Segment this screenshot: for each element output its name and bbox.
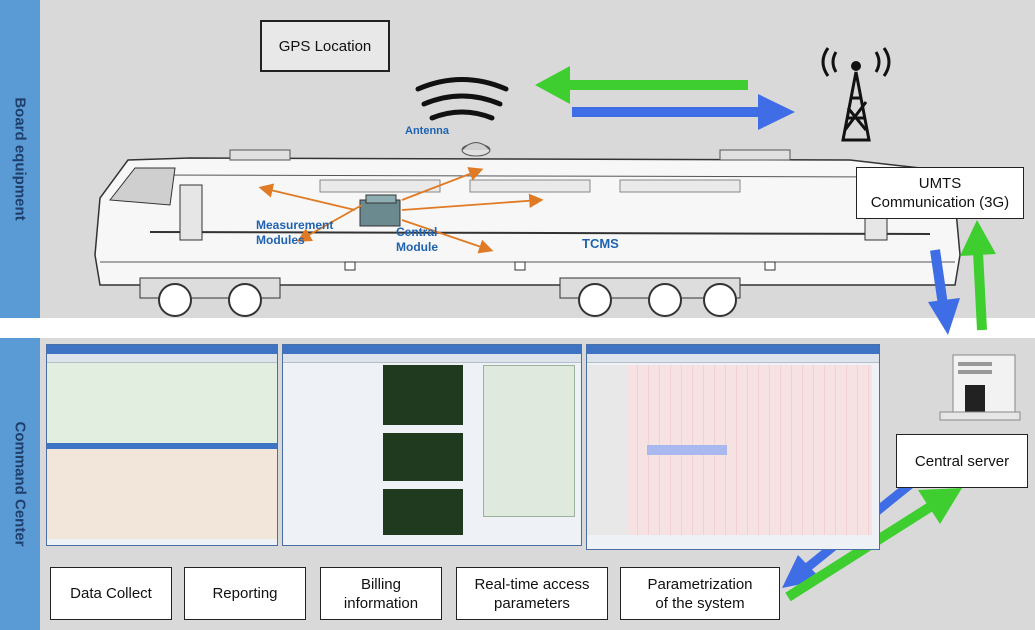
screenshot-parameter-grid [586, 344, 880, 550]
command-center-band: Command Center [0, 338, 40, 630]
function-parametrization-of-the-system-label: Parametrization of the system [647, 575, 753, 612]
umts-communication-label: UMTS Communication (3G) [870, 175, 1010, 211]
function-billing-information: Billing information [320, 567, 442, 620]
screenshot-data-table [46, 344, 278, 546]
board-equipment-band: Board equipment [0, 0, 40, 318]
function-parametrization-of-the-system: Parametrization of the system [620, 567, 780, 620]
function-data-collect: Data Collect [50, 567, 172, 620]
measurement-modules-label: Measurement Modules [256, 218, 334, 247]
function-billing-information-label: Billing information [343, 575, 419, 612]
central-server-box: Central server [896, 434, 1028, 488]
antenna-label: Antenna [405, 125, 449, 137]
function-reporting: Reporting [184, 567, 306, 620]
function-reporting-label: Reporting [212, 585, 278, 602]
function-data-collect-label: Data Collect [70, 585, 152, 602]
function-real-time-access-parameters-label: Real-time access parameters [474, 575, 590, 612]
gps-location-label: GPS Location [278, 37, 372, 55]
function-real-time-access-parameters: Real-time access parameters [456, 567, 608, 620]
screenshot-measurements [282, 344, 582, 546]
gps-location-box: GPS Location [260, 20, 390, 72]
central-server-label: Central server [914, 452, 1010, 470]
central-module-label: Central Module [396, 225, 438, 254]
umts-communication-box: UMTS Communication (3G) [856, 167, 1024, 219]
tcms-label: TCMS [582, 236, 619, 251]
